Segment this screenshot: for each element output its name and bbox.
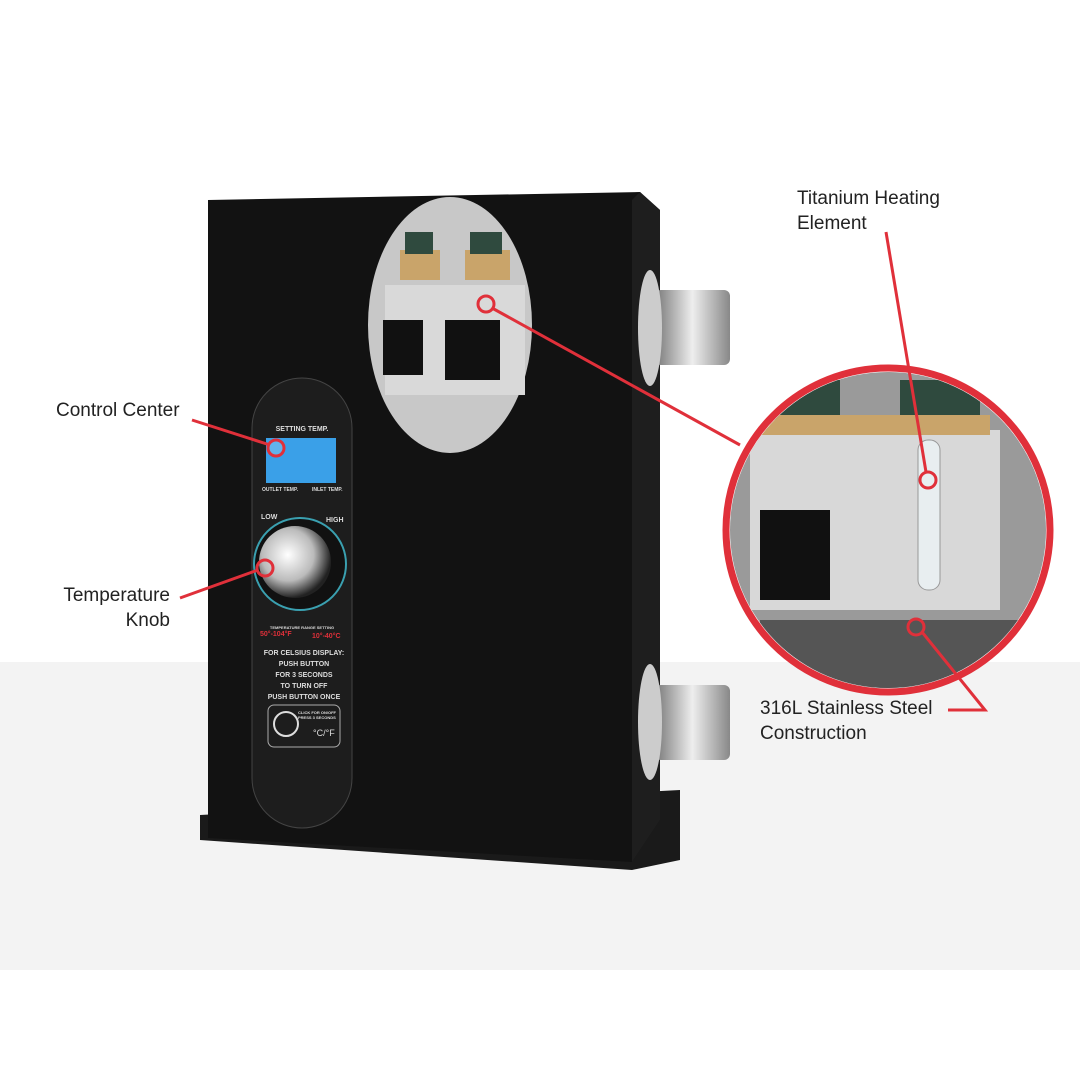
callout-line: Element bbox=[797, 213, 867, 234]
instruction-line: FOR 3 SECONDS bbox=[275, 672, 333, 679]
temperature-knob bbox=[259, 526, 331, 598]
low-label: LOW bbox=[261, 514, 278, 521]
power-button[interactable] bbox=[273, 711, 299, 737]
range-title: TEMPERATURE RANGE SETTING bbox=[269, 625, 335, 630]
unit-toggle: °C/°F bbox=[313, 728, 335, 738]
callout-line: Construction bbox=[760, 723, 867, 744]
callout-line: Titanium Heating bbox=[797, 188, 940, 209]
callout-temperature-knob: Temperature Knob bbox=[40, 583, 170, 633]
range-c: 10°-40°C bbox=[312, 633, 341, 640]
outlet-pipe bbox=[655, 290, 730, 365]
hint-line: PRESS 3 SECONDS bbox=[298, 715, 336, 720]
magnifier-ring bbox=[722, 364, 1054, 696]
instruction-line: PUSH BUTTON bbox=[278, 661, 330, 668]
instruction-line: FOR CELSIUS DISPLAY: bbox=[263, 650, 345, 657]
magnified-view bbox=[730, 372, 1046, 688]
range-f: 50°-104°F bbox=[260, 631, 292, 638]
callout-titanium-element: Titanium Heating Element bbox=[797, 186, 940, 236]
setting-temp-label: SETTING TEMP. bbox=[275, 426, 329, 433]
callout-line: Temperature bbox=[63, 585, 170, 606]
hint-line: CLICK FOR ON/OFF bbox=[298, 710, 336, 715]
callout-control-center: Control Center bbox=[56, 400, 180, 421]
instruction-line: PUSH BUTTON ONCE bbox=[267, 694, 341, 701]
inlet-temp-label: INLET TEMP. bbox=[312, 487, 343, 493]
callout-line: 316L Stainless Steel bbox=[760, 698, 933, 719]
high-label: HIGH bbox=[326, 517, 344, 524]
instructions: FOR CELSIUS DISPLAY: PUSH BUTTON FOR 3 S… bbox=[262, 648, 346, 703]
instruction-line: TO TURN OFF bbox=[280, 683, 328, 690]
callout-stainless-steel: 316L Stainless Steel Construction bbox=[760, 696, 933, 746]
outlet-temp-label: OUTLET TEMP. bbox=[262, 487, 299, 493]
lcd-display bbox=[266, 438, 336, 483]
inlet-pipe bbox=[655, 685, 730, 760]
callout-line: Knob bbox=[125, 610, 170, 631]
button-hint: CLICK FOR ON/OFF PRESS 3 SECONDS bbox=[298, 710, 336, 720]
